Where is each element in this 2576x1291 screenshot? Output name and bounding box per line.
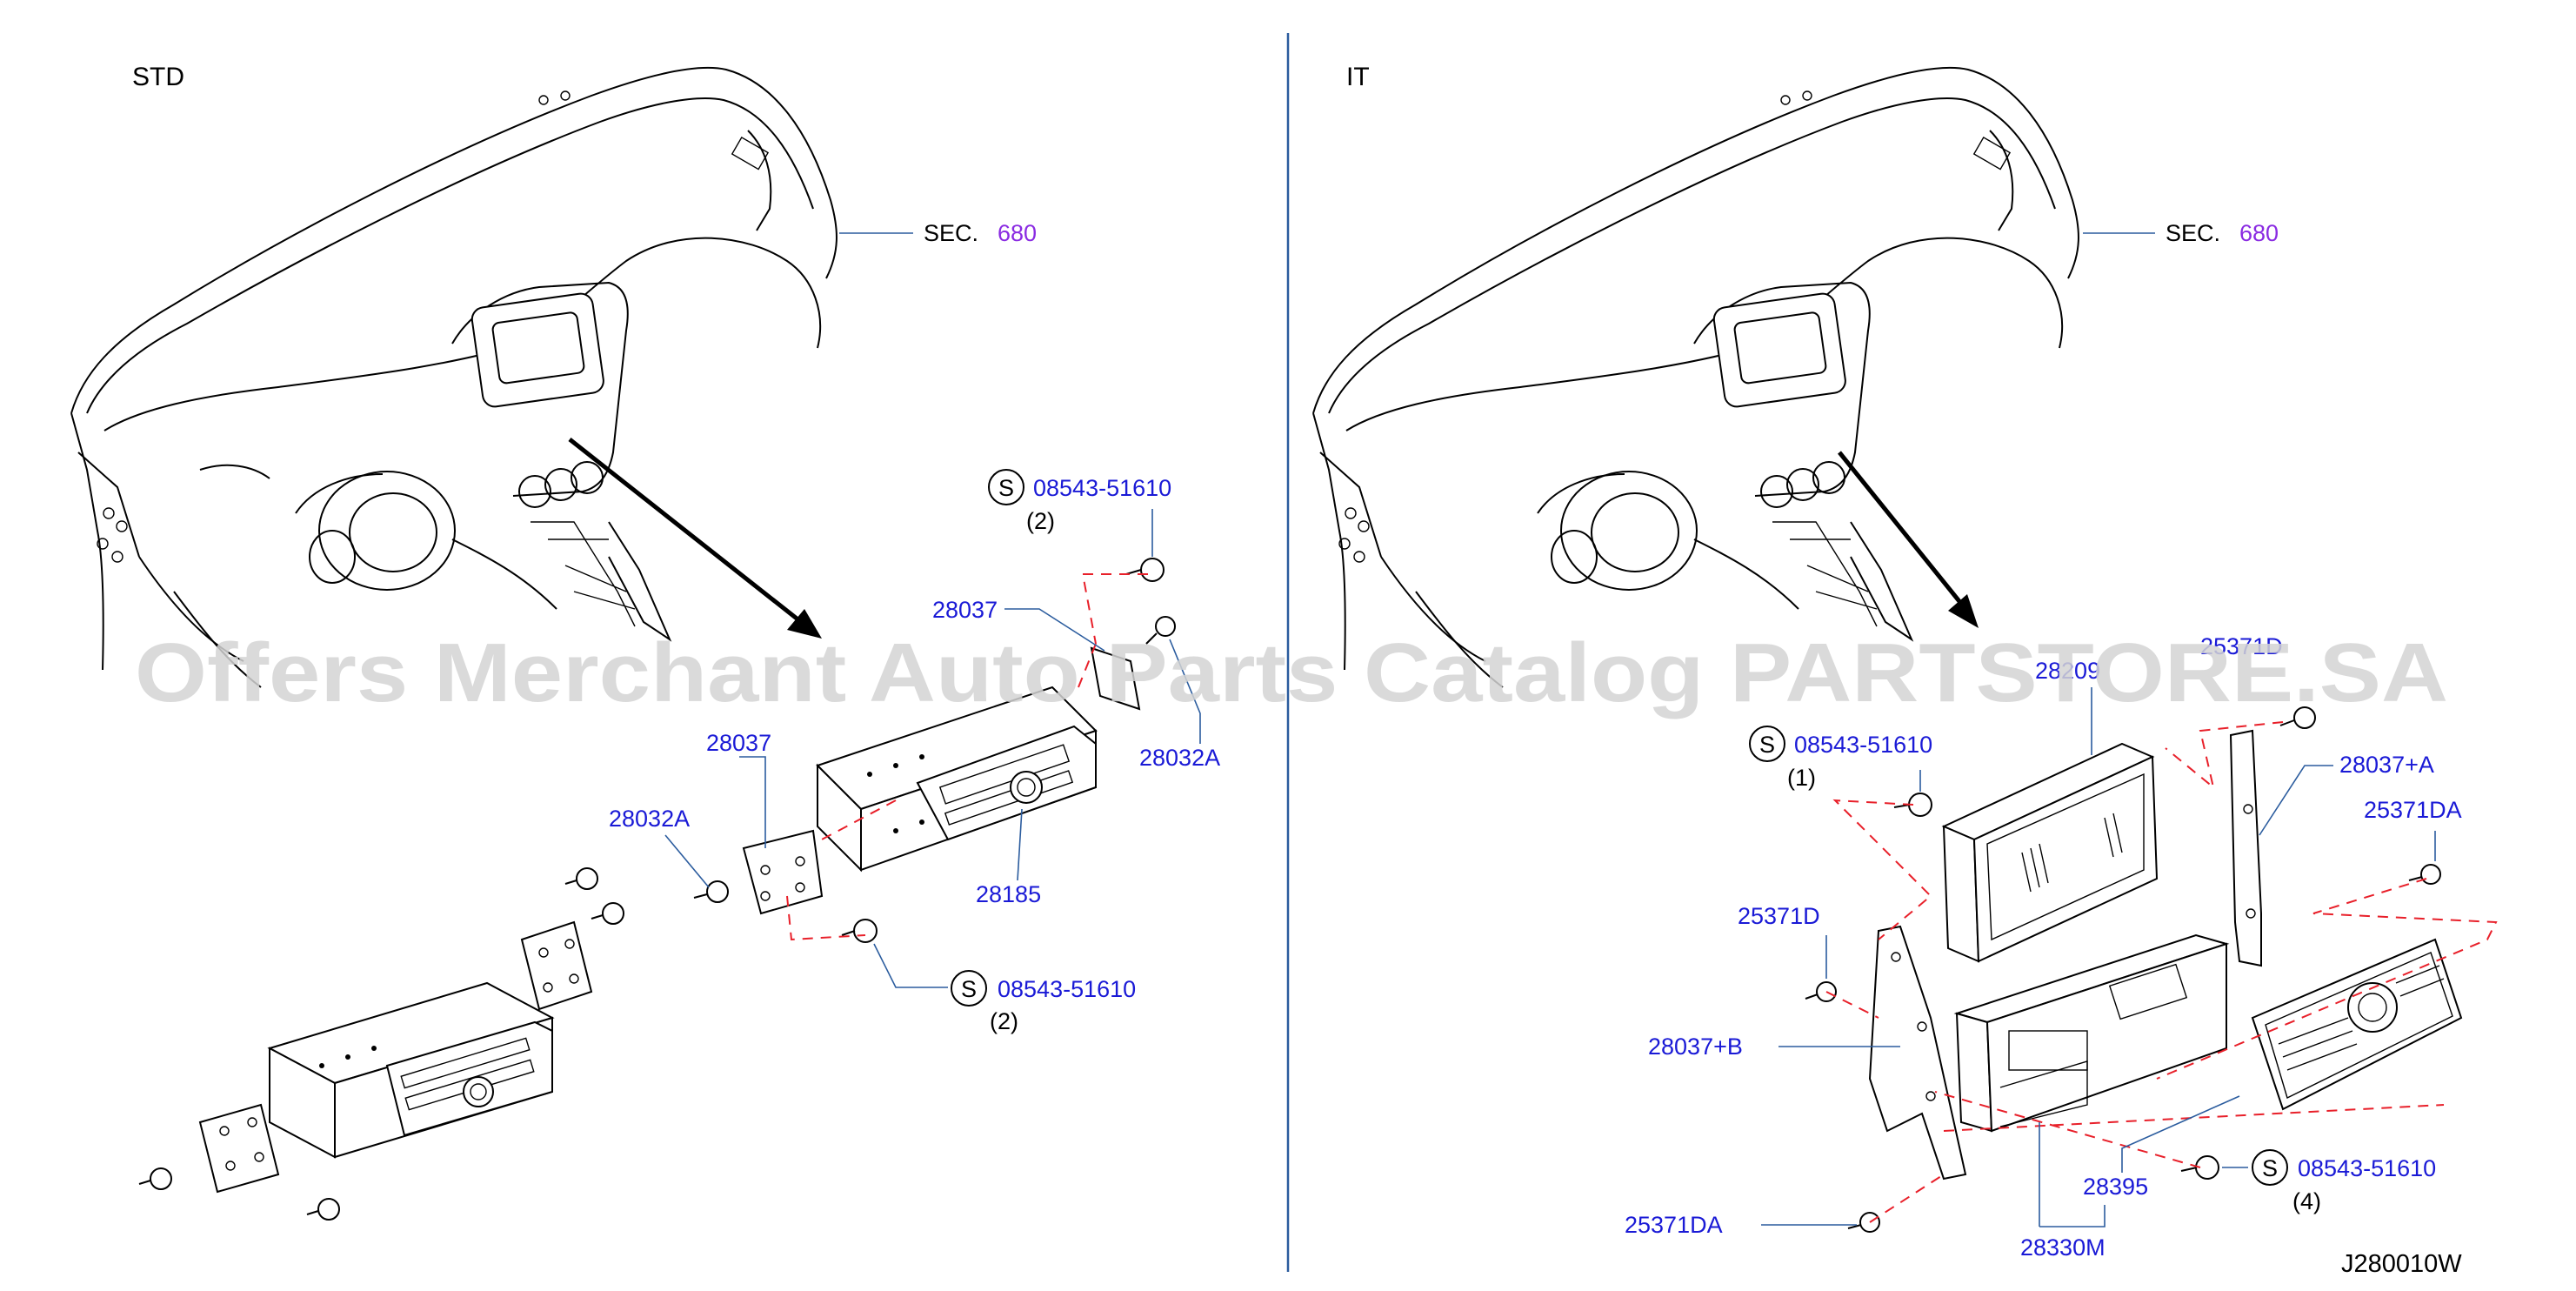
std-audio-unit-exploded — [267, 981, 555, 1159]
std-bolt-28032a-left — [693, 880, 729, 903]
it-control-panel-28395 — [2251, 938, 2463, 1111]
it-part-25371da-left: 25371DA — [1625, 1212, 1723, 1238]
std-bolt-lower — [841, 919, 878, 943]
it-bracket-28037b — [1868, 925, 1967, 1181]
std-bolt-exploded-4 — [306, 1198, 340, 1221]
std-part-28032a-right: 28032A — [1139, 745, 1220, 771]
std-part-28037-upper: 28037 — [932, 597, 998, 623]
it-part-25371da-right: 25371DA — [2364, 797, 2462, 823]
it-part-28037b: 28037+B — [1648, 1033, 1743, 1060]
diagram-code: J280010W — [2341, 1250, 2462, 1278]
std-bracket-28037-lower — [742, 829, 824, 915]
std-fastener-path-upper — [1078, 573, 1148, 688]
std-dashboard-illustration — [70, 66, 838, 688]
it-display-28209 — [1941, 742, 2159, 963]
std-qty-upper: (2) — [1026, 508, 1055, 534]
it-dashboard-illustration — [1312, 66, 2079, 688]
it-bolt-08543-lower — [2180, 1155, 2219, 1180]
std-fastener-path-lower — [786, 799, 897, 941]
std-part-28185: 28185 — [976, 881, 1041, 907]
it-part-28037a: 28037+A — [2339, 752, 2434, 778]
std-bolt-exploded-3 — [138, 1167, 172, 1190]
it-part-08543-lower: 08543-51610 — [2298, 1155, 2436, 1181]
it-location-arrow — [1838, 451, 1979, 628]
it-qty-upper: (1) — [1787, 765, 1816, 791]
sec-label-right: SEC. — [2166, 220, 2220, 246]
it-s-symbol-lower — [2252, 1149, 2288, 1186]
std-bracket-exploded-right — [520, 920, 593, 1011]
std-part-28037-lower: 28037 — [706, 730, 771, 756]
it-part-08543-upper: 08543-51610 — [1794, 732, 1932, 758]
std-bolt-exploded-2 — [591, 902, 624, 925]
it-panel-title: IT — [1346, 63, 1370, 91]
it-s-symbol-upper — [1749, 726, 1785, 762]
it-qty-lower: (4) — [2292, 1188, 2321, 1214]
it-part-28395: 28395 — [2083, 1174, 2148, 1200]
std-audio-unit-28185 — [816, 686, 1098, 873]
it-s-letter-upper: S — [1759, 732, 1775, 758]
it-s-letter-lower: S — [2262, 1155, 2278, 1181]
it-nav-unit-28330m — [1953, 933, 2230, 1133]
std-qty-lower: (2) — [990, 1008, 1018, 1034]
std-panel-title: STD — [132, 63, 184, 91]
it-part-28209: 28209 — [2035, 658, 2100, 684]
it-bracket-28037a — [2229, 729, 2262, 967]
it-part-25371d-top: 25371D — [2200, 633, 2283, 659]
std-part-08543-upper: 08543-51610 — [1033, 475, 1171, 501]
it-part-28330m: 28330M — [2020, 1234, 2106, 1261]
std-s-symbol-lower — [951, 970, 987, 1007]
std-part-08543-lower: 08543-51610 — [998, 976, 1136, 1002]
std-s-letter-upper: S — [998, 475, 1014, 501]
std-s-letter-lower: S — [961, 976, 977, 1002]
sec-label-left: SEC. — [924, 220, 978, 246]
it-bolt-25371d-top — [2279, 706, 2316, 729]
sec-number-right: 680 — [2239, 220, 2279, 246]
std-location-arrow — [568, 438, 822, 639]
it-bolt-25371da-right — [2408, 864, 2441, 885]
std-bolt-exploded-1 — [564, 867, 598, 890]
it-bolt-25371d-left — [1805, 981, 1837, 1002]
std-bolt-upper — [1125, 558, 1165, 582]
it-bolt-25371da-left — [1847, 1212, 1880, 1233]
std-s-symbol-upper — [988, 469, 1024, 505]
sec-number-left: 680 — [998, 220, 1037, 246]
std-bracket-exploded-left — [198, 1103, 280, 1194]
std-bracket-28037-upper — [1090, 646, 1141, 711]
it-part-25371d-left: 25371D — [1738, 903, 1820, 929]
std-bolt-28032a-right — [1145, 616, 1176, 645]
watermark-text: Offers Merchant Auto Parts Catalog PARTS… — [135, 626, 2448, 719]
std-part-28032a-left: 28032A — [609, 806, 690, 832]
it-fastener-paths — [1825, 721, 2498, 1223]
